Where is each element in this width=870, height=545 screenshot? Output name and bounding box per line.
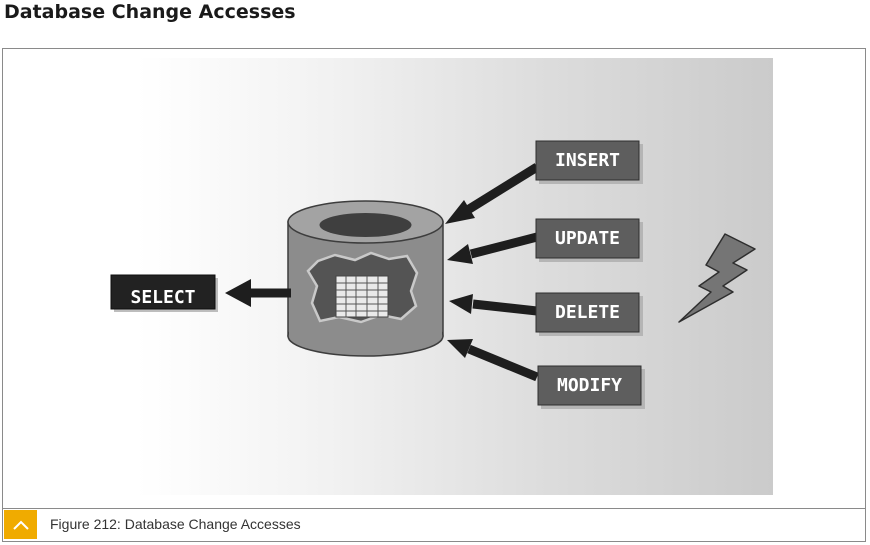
caption-bar: Figure 212: Database Change Accesses [3,508,865,541]
figure-frame: SELECT INSERT UPDATE DELETE MODIFY [2,48,866,542]
select-label: SELECT [130,287,195,308]
collapse-toggle-button[interactable] [4,510,37,539]
diagram: SELECT INSERT UPDATE DELETE MODIFY [110,140,756,409]
update-box: UPDATE [535,218,643,262]
select-box: SELECT [110,274,218,312]
insert-box: INSERT [535,140,643,184]
insert-arrow [445,163,540,224]
delete-label: DELETE [555,302,620,323]
select-arrow [225,279,291,307]
page-title: Database Change Accesses [4,1,296,23]
lightning-bolt-icon [678,233,756,323]
modify-arrow [447,339,539,382]
modify-box: MODIFY [537,365,645,409]
insert-label: INSERT [555,150,620,171]
figure-caption: Figure 212: Database Change Accesses [50,516,301,532]
modify-label: MODIFY [557,375,622,396]
delete-box: DELETE [535,292,643,336]
chevron-up-icon [12,520,29,530]
update-label: UPDATE [555,228,620,249]
delete-arrow [449,294,538,316]
table-grid-icon [335,275,389,318]
diagram-area [136,58,773,495]
update-arrow [447,232,539,264]
